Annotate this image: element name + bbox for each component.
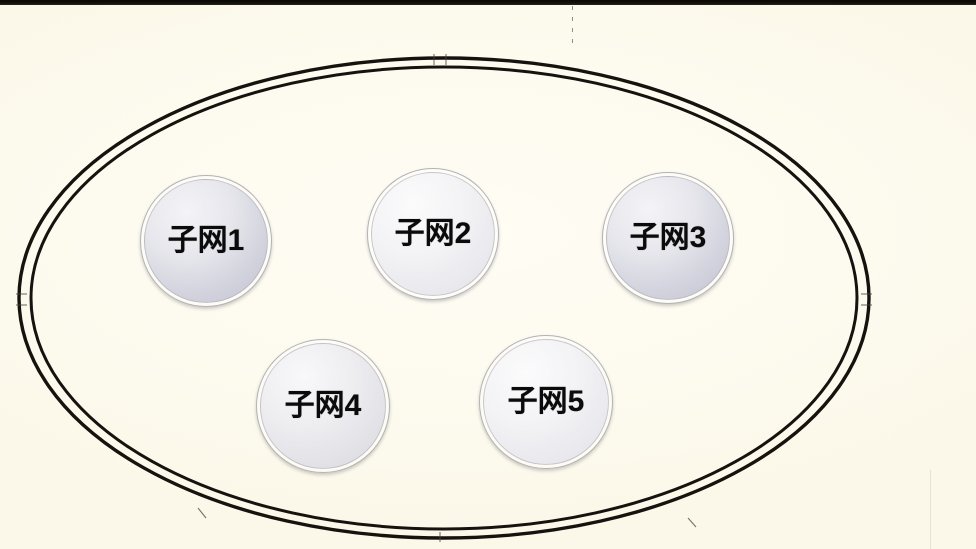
subnet-node-4-label: 子网4 xyxy=(284,389,362,422)
subnet-node-1-face xyxy=(144,179,268,303)
subnet-node-5-face xyxy=(483,339,609,465)
subnet-node-2-label: 子网2 xyxy=(394,217,472,250)
network-boundary-ellipse xyxy=(16,54,872,542)
top-center-dashed-guide-icon xyxy=(572,6,573,50)
subnet-node-3-face xyxy=(606,176,730,300)
subnet-node-1[interactable]: 子网1 xyxy=(140,175,272,307)
subnet-node-3[interactable]: 子网3 xyxy=(602,172,734,304)
boundary-outer-stroke xyxy=(17,56,871,540)
subnet-node-2-face xyxy=(371,172,495,296)
subnet-node-4[interactable]: 子网4 xyxy=(256,339,390,473)
subnet-node-3-label: 子网3 xyxy=(629,221,707,254)
right-edge-guide-icon xyxy=(930,470,931,549)
boundary-inner-stroke xyxy=(29,65,859,531)
subnet-node-2[interactable]: 子网2 xyxy=(367,168,499,300)
subnet-node-5[interactable]: 子网5 xyxy=(479,335,613,469)
subnet-node-5-label: 子网5 xyxy=(507,385,585,418)
boundary-tick-marks xyxy=(16,54,872,542)
subnet-node-1-label: 子网1 xyxy=(167,224,245,257)
subnet-node-4-face xyxy=(260,343,386,469)
top-edge-band xyxy=(0,0,976,5)
